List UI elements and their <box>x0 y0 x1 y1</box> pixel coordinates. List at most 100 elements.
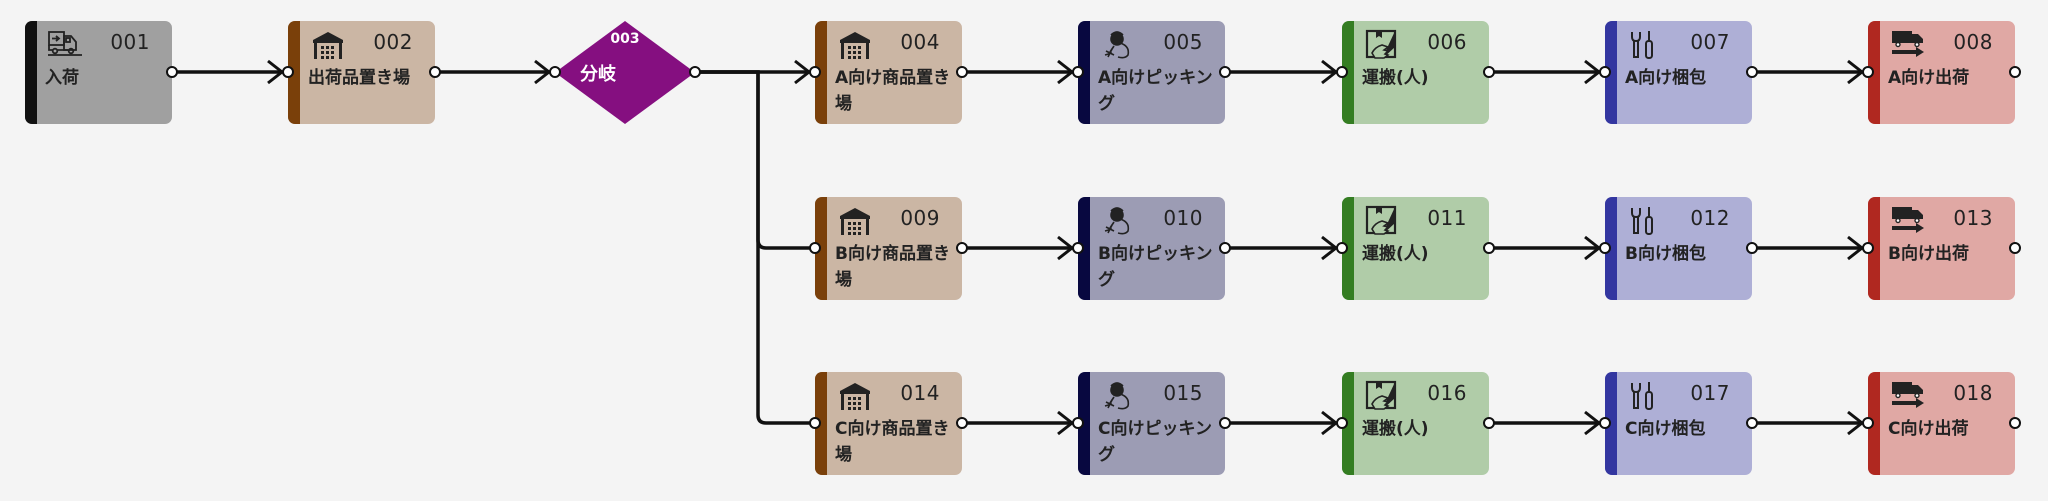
process-node-007[interactable]: 007 A向け梱包 <box>1605 21 1752 124</box>
node-label: C向け出荷 <box>1888 419 1969 439</box>
process-node-014[interactable]: 014 C向け商品置き場 <box>815 372 962 475</box>
output-port-002[interactable] <box>429 66 441 78</box>
node-label: A向けピッキング <box>1098 68 1213 114</box>
process-node-006[interactable]: 006 運搬(人) <box>1342 21 1489 124</box>
input-port-014[interactable] <box>809 417 821 429</box>
node-label: C向けピッキング <box>1098 419 1212 465</box>
node-label: 入荷 <box>45 68 79 88</box>
node-type-bar <box>1078 21 1090 124</box>
node-type-bar <box>1605 197 1617 300</box>
truck-shipping-icon <box>1890 205 1926 237</box>
output-port-004[interactable] <box>956 66 968 78</box>
output-port-006[interactable] <box>1483 66 1495 78</box>
process-node-009[interactable]: 009 B向け商品置き場 <box>815 197 962 300</box>
arrowhead-icon <box>1321 410 1339 436</box>
output-port-011[interactable] <box>1483 242 1495 254</box>
process-node-011[interactable]: 011 運搬(人) <box>1342 197 1489 300</box>
output-port-016[interactable] <box>1483 417 1495 429</box>
node-label: A向け梱包 <box>1625 68 1707 88</box>
node-label: A向け出荷 <box>1888 68 1970 88</box>
node-id: 018 <box>1953 381 1993 405</box>
truck-receiving-icon <box>47 29 83 61</box>
input-port-007[interactable] <box>1599 66 1611 78</box>
node-id: 013 <box>1953 206 1993 230</box>
output-port-003[interactable] <box>689 66 701 78</box>
process-node-013[interactable]: 013 B向け出荷 <box>1868 197 2015 300</box>
node-type-bar <box>1342 372 1354 475</box>
node-type-bar <box>1078 372 1090 475</box>
process-node-001[interactable]: 001 入荷 <box>25 21 172 124</box>
process-node-004[interactable]: 004 A向け商品置き場 <box>815 21 962 124</box>
hand-carry-box-icon <box>1364 205 1400 237</box>
input-port-004[interactable] <box>809 66 821 78</box>
process-node-016[interactable]: 016 運搬(人) <box>1342 372 1489 475</box>
arrowhead-icon <box>1584 59 1602 85</box>
output-port-014[interactable] <box>956 417 968 429</box>
process-node-012[interactable]: 012 B向け梱包 <box>1605 197 1752 300</box>
input-port-006[interactable] <box>1336 66 1348 78</box>
node-type-bar <box>25 21 37 124</box>
node-id: 017 <box>1690 381 1730 405</box>
input-port-002[interactable] <box>282 66 294 78</box>
node-type-bar <box>1605 21 1617 124</box>
input-port-003[interactable] <box>549 66 561 78</box>
output-port-005[interactable] <box>1219 66 1231 78</box>
output-port-009[interactable] <box>956 242 968 254</box>
input-port-011[interactable] <box>1336 242 1348 254</box>
picking-worker-icon <box>1100 29 1136 61</box>
arrowhead-icon <box>1321 59 1339 85</box>
node-id: 012 <box>1690 206 1730 230</box>
process-node-010[interactable]: 010 B向けピッキング <box>1078 197 1225 300</box>
node-id: 001 <box>110 30 150 54</box>
input-port-010[interactable] <box>1072 242 1084 254</box>
node-type-bar <box>815 21 827 124</box>
arrowhead-icon <box>1584 235 1602 261</box>
node-type-bar <box>288 21 300 124</box>
arrowhead-icon <box>1321 235 1339 261</box>
picking-worker-icon <box>1100 380 1136 412</box>
arrowhead-icon <box>1057 235 1075 261</box>
output-port-007[interactable] <box>1746 66 1758 78</box>
input-port-009[interactable] <box>809 242 821 254</box>
edge-003-009[interactable] <box>695 70 815 250</box>
output-port-017[interactable] <box>1746 417 1758 429</box>
arrowhead-icon <box>1847 235 1865 261</box>
output-port-010[interactable] <box>1219 242 1231 254</box>
input-port-013[interactable] <box>1862 242 1874 254</box>
process-node-017[interactable]: 017 C向け梱包 <box>1605 372 1752 475</box>
process-node-018[interactable]: 018 C向け出荷 <box>1868 372 2015 475</box>
truck-shipping-icon <box>1890 380 1926 412</box>
process-node-015[interactable]: 015 C向けピッキング <box>1078 372 1225 475</box>
picking-worker-icon <box>1100 205 1136 237</box>
output-port-012[interactable] <box>1746 242 1758 254</box>
process-node-002[interactable]: 002 出荷品置き場 <box>288 21 435 124</box>
arrowhead-icon <box>794 59 812 85</box>
output-port-018[interactable] <box>2009 417 2021 429</box>
input-port-005[interactable] <box>1072 66 1084 78</box>
node-label: 運搬(人) <box>1362 419 1429 439</box>
input-port-008[interactable] <box>1862 66 1874 78</box>
node-id: 015 <box>1163 381 1203 405</box>
input-port-015[interactable] <box>1072 417 1084 429</box>
output-port-015[interactable] <box>1219 417 1231 429</box>
truck-shipping-icon <box>1890 29 1926 61</box>
input-port-012[interactable] <box>1599 242 1611 254</box>
process-node-005[interactable]: 005 A向けピッキング <box>1078 21 1225 124</box>
arrowhead-icon <box>1847 59 1865 85</box>
branch-node-003[interactable]: 003 分岐 <box>555 21 695 124</box>
warehouse-icon <box>837 380 873 412</box>
process-node-008[interactable]: 008 A向け出荷 <box>1868 21 2015 124</box>
node-id: 008 <box>1953 30 1993 54</box>
output-port-001[interactable] <box>166 66 178 78</box>
node-label: 運搬(人) <box>1362 68 1429 88</box>
output-port-008[interactable] <box>2009 66 2021 78</box>
input-port-018[interactable] <box>1862 417 1874 429</box>
input-port-016[interactable] <box>1336 417 1348 429</box>
edge-003-014[interactable] <box>695 70 815 425</box>
warehouse-icon <box>837 205 873 237</box>
node-id: 010 <box>1163 206 1203 230</box>
output-port-013[interactable] <box>2009 242 2021 254</box>
node-type-bar <box>1868 21 1880 124</box>
node-type-bar <box>1078 197 1090 300</box>
input-port-017[interactable] <box>1599 417 1611 429</box>
